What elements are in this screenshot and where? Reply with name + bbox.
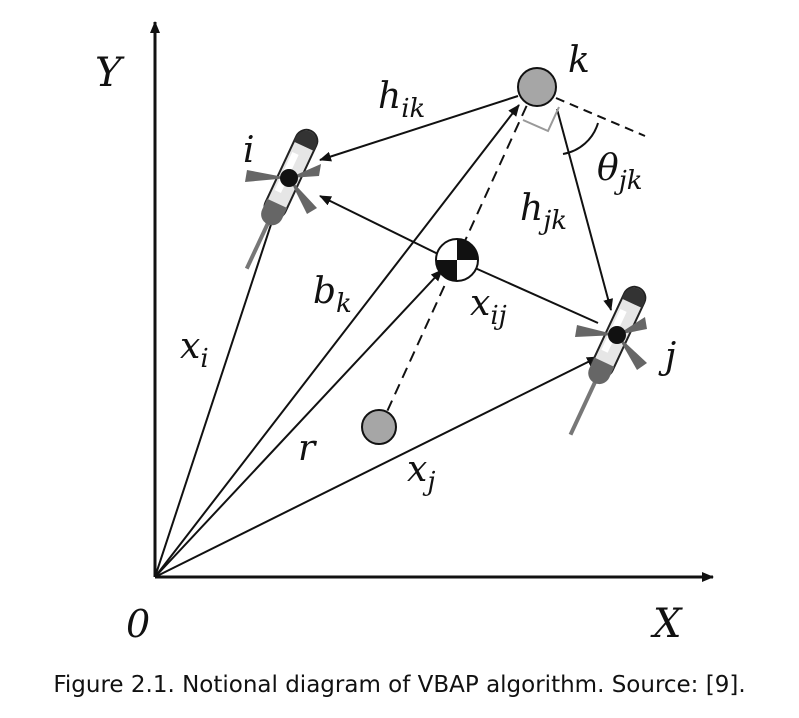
h-jk-label: hjk	[520, 188, 567, 236]
right-angle-marker	[522, 106, 560, 133]
origin-label: 0	[126, 602, 150, 646]
node-j-label: j	[658, 336, 676, 377]
node-i-label: i	[243, 130, 255, 171]
h-ik-label: hik	[378, 76, 425, 124]
dashed-path-line	[379, 104, 528, 428]
vector-b-k	[154, 104, 520, 578]
vector-x-ij-to-j	[474, 267, 599, 324]
theta-jk-label: θjk	[597, 148, 643, 196]
x-j-label: xj	[407, 449, 435, 497]
vehicle-i-icon	[244, 128, 321, 270]
x-ij-label: xij	[470, 283, 507, 331]
vector-x-ij-to-i	[319, 195, 439, 255]
vector-x-j	[154, 356, 599, 578]
start-point-circle	[361, 409, 397, 445]
y-axis-label: Y	[95, 50, 125, 96]
vector-x-i	[154, 187, 285, 578]
vehicle-j-icon	[568, 285, 647, 436]
centroid-marker	[435, 238, 479, 282]
theta-angle-arc	[562, 122, 599, 155]
figure-caption: Figure 2.1. Notional diagram of VBAP alg…	[53, 672, 746, 698]
node-k-label: k	[568, 40, 590, 81]
r-label: r	[298, 428, 317, 469]
vector-h-ik	[319, 95, 519, 162]
vector-h-jk	[556, 108, 613, 311]
b-k-label: bk	[313, 271, 352, 319]
theta-reference-dashed-line	[555, 97, 646, 137]
vbap-diagram: Y X 0 i j k hik hjk θjk bk xi xij r xj	[95, 21, 714, 647]
x-axis-label: X	[650, 601, 683, 647]
vector-r	[154, 269, 443, 578]
x-i-label: xi	[180, 326, 209, 374]
node-k-circle	[517, 67, 557, 107]
